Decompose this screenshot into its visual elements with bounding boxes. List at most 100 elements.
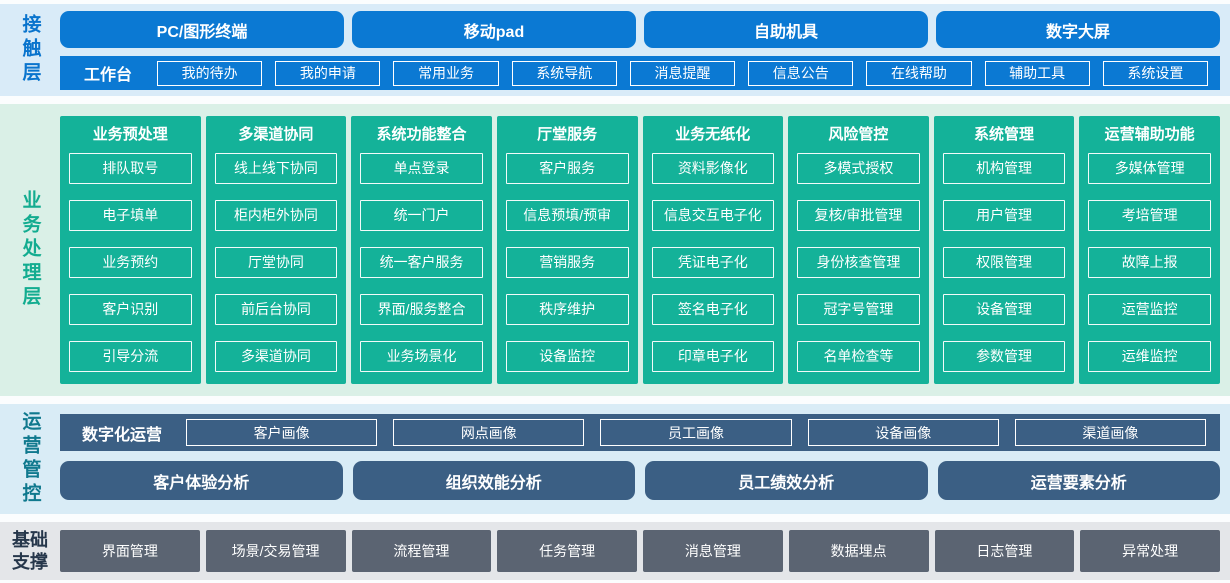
portrait-item: 设备画像 <box>807 419 999 446</box>
business-column-item: 统一客户服务 <box>360 247 483 278</box>
business-column-item: 秩序维护 <box>505 294 629 325</box>
business-columns: 业务预处理排队取号电子填单业务预约客户识别引导分流多渠道协同线上线下协同柜内柜外… <box>60 104 1220 396</box>
business-column-title: 运营辅助功能 <box>1104 126 1195 143</box>
contact-layer-label: 接触层 <box>19 14 41 86</box>
business-column-item: 线上线下协同 <box>214 153 338 184</box>
foundation-layer-label: 基础支撑 <box>12 529 48 573</box>
portrait-item: 客户画像 <box>186 419 378 446</box>
business-column-item: 单点登录 <box>360 153 483 184</box>
analysis-button: 运营要素分析 <box>937 461 1220 500</box>
business-column-items: 资料影像化信息交互电子化凭证电子化签名电子化印章电子化 <box>651 153 775 372</box>
business-column: 业务无纸化资料影像化信息交互电子化凭证电子化签名电子化印章电子化 <box>642 116 784 384</box>
business-column-item: 设备管理 <box>942 294 1066 325</box>
analysis-button: 组织效能分析 <box>352 461 635 500</box>
business-column-item: 印章电子化 <box>651 341 775 372</box>
business-column-item: 排队取号 <box>69 153 192 184</box>
business-column-item: 权限管理 <box>942 247 1066 278</box>
foundation-item: 消息管理 <box>643 530 783 572</box>
business-column-item: 柜内柜外协同 <box>214 200 338 231</box>
foundation-items: 界面管理场景/交易管理流程管理任务管理消息管理数据埋点日志管理异常处理 <box>60 522 1220 580</box>
business-column-item: 复核/审批管理 <box>797 200 920 231</box>
business-column-item: 客户识别 <box>69 294 192 325</box>
business-column-item: 运营监控 <box>1088 294 1211 325</box>
business-layer-gutter: 业务处理层 <box>0 104 60 396</box>
business-column-item: 电子填单 <box>69 200 192 231</box>
business-column-item: 参数管理 <box>942 341 1066 372</box>
foundation-item: 异常处理 <box>1080 530 1220 572</box>
business-column-item: 信息交互电子化 <box>651 200 775 231</box>
business-column-title: 系统管理 <box>974 126 1035 143</box>
business-column-item: 身份核查管理 <box>797 247 920 278</box>
business-column-title: 系统功能整合 <box>376 126 467 143</box>
channel-button: 移动pad <box>352 11 636 48</box>
business-column-item: 考培管理 <box>1088 200 1211 231</box>
business-column-items: 线上线下协同柜内柜外协同厅堂协同前后台协同多渠道协同 <box>214 153 338 372</box>
operation-layer-gutter: 运营管控 <box>0 404 60 514</box>
business-column: 业务预处理排队取号电子填单业务预约客户识别引导分流 <box>60 116 201 384</box>
business-layer-label: 业务处理层 <box>19 190 41 310</box>
operation-layer-label: 运营管控 <box>19 411 41 507</box>
operation-layer-section: 运营管控 数字化运营 客户画像网点画像员工画像设备画像渠道画像 客户体验分析组织… <box>0 404 1230 514</box>
business-column-title: 多渠道协同 <box>238 126 314 143</box>
portrait-item: 员工画像 <box>600 419 792 446</box>
business-column-item: 冠字号管理 <box>797 294 920 325</box>
business-column: 系统功能整合单点登录统一门户统一客户服务界面/服务整合业务场景化 <box>351 116 492 384</box>
business-column-items: 多媒体管理考培管理故障上报运营监控运维监控 <box>1088 153 1211 372</box>
workbench-item: 系统导航 <box>511 60 617 86</box>
business-column-items: 多模式授权复核/审批管理身份核查管理冠字号管理名单检查等 <box>797 153 920 372</box>
business-column-item: 故障上报 <box>1088 247 1211 278</box>
foundation-item: 数据埋点 <box>788 530 929 572</box>
analysis-button: 员工绩效分析 <box>645 461 928 500</box>
workbench-item: 系统设置 <box>1102 60 1208 86</box>
channel-button: PC/图形终端 <box>60 11 344 48</box>
foundation-layer-content: 界面管理场景/交易管理流程管理任务管理消息管理数据埋点日志管理异常处理 <box>60 522 1230 580</box>
workbench-item: 我的申请 <box>275 60 381 86</box>
business-column: 厅堂服务客户服务信息预填/预审营销服务秩序维护设备监控 <box>496 116 638 384</box>
business-column: 运营辅助功能多媒体管理考培管理故障上报运营监控运维监控 <box>1079 116 1220 384</box>
foundation-item: 流程管理 <box>351 530 492 572</box>
digital-operation-label: 数字化运营 <box>82 426 163 444</box>
portrait-item: 网点画像 <box>393 419 585 446</box>
contact-layer-gutter: 接触层 <box>0 4 60 96</box>
business-column-item: 客户服务 <box>505 153 629 184</box>
business-column-item: 引导分流 <box>69 341 192 372</box>
foundation-layer-gutter: 基础支撑 <box>0 522 60 580</box>
foundation-item: 任务管理 <box>497 530 637 572</box>
business-column-title: 业务无纸化 <box>675 126 751 143</box>
business-column-item: 营销服务 <box>505 247 629 278</box>
workbench-item: 信息公告 <box>748 60 854 86</box>
business-column-title: 风险管控 <box>828 126 889 143</box>
workbench-label: 工作台 <box>84 67 133 84</box>
workbench-item: 辅助工具 <box>984 60 1090 86</box>
business-column-item: 资料影像化 <box>651 153 775 184</box>
business-column-item: 信息预填/预审 <box>505 200 629 231</box>
workbench-item: 常用业务 <box>393 60 499 86</box>
business-column-item: 前后台协同 <box>214 294 338 325</box>
business-column-items: 客户服务信息预填/预审营销服务秩序维护设备监控 <box>505 153 629 372</box>
business-column-item: 设备监控 <box>505 341 629 372</box>
business-column-item: 统一门户 <box>360 200 483 231</box>
foundation-layer-section: 基础支撑 界面管理场景/交易管理流程管理任务管理消息管理数据埋点日志管理异常处理 <box>0 522 1230 580</box>
digital-operation-bar: 数字化运营 客户画像网点画像员工画像设备画像渠道画像 <box>60 414 1220 451</box>
foundation-item: 界面管理 <box>60 530 200 572</box>
business-column-item: 多渠道协同 <box>214 341 338 372</box>
business-column: 风险管控多模式授权复核/审批管理身份核查管理冠字号管理名单检查等 <box>788 116 929 384</box>
business-column-item: 机构管理 <box>942 153 1066 184</box>
business-column-items: 机构管理用户管理权限管理设备管理参数管理 <box>942 153 1066 372</box>
business-column-item: 名单检查等 <box>797 341 920 372</box>
operation-layer-content: 数字化运营 客户画像网点画像员工画像设备画像渠道画像 客户体验分析组织效能分析员… <box>60 404 1230 514</box>
channel-button: 自助机具 <box>644 11 928 48</box>
foundation-item: 日志管理 <box>934 530 1075 572</box>
business-column-item: 用户管理 <box>942 200 1066 231</box>
business-column-items: 排队取号电子填单业务预约客户识别引导分流 <box>69 153 192 372</box>
foundation-item: 场景/交易管理 <box>205 530 346 572</box>
business-column-title: 厅堂服务 <box>537 126 598 143</box>
analysis-button: 客户体验分析 <box>60 461 343 500</box>
business-layer-section: 业务处理层 业务预处理排队取号电子填单业务预约客户识别引导分流多渠道协同线上线下… <box>0 104 1230 396</box>
business-column-item: 凭证电子化 <box>651 247 775 278</box>
workbench-item: 消息提醒 <box>629 60 736 86</box>
business-layer-content: 业务预处理排队取号电子填单业务预约客户识别引导分流多渠道协同线上线下协同柜内柜外… <box>60 104 1230 396</box>
